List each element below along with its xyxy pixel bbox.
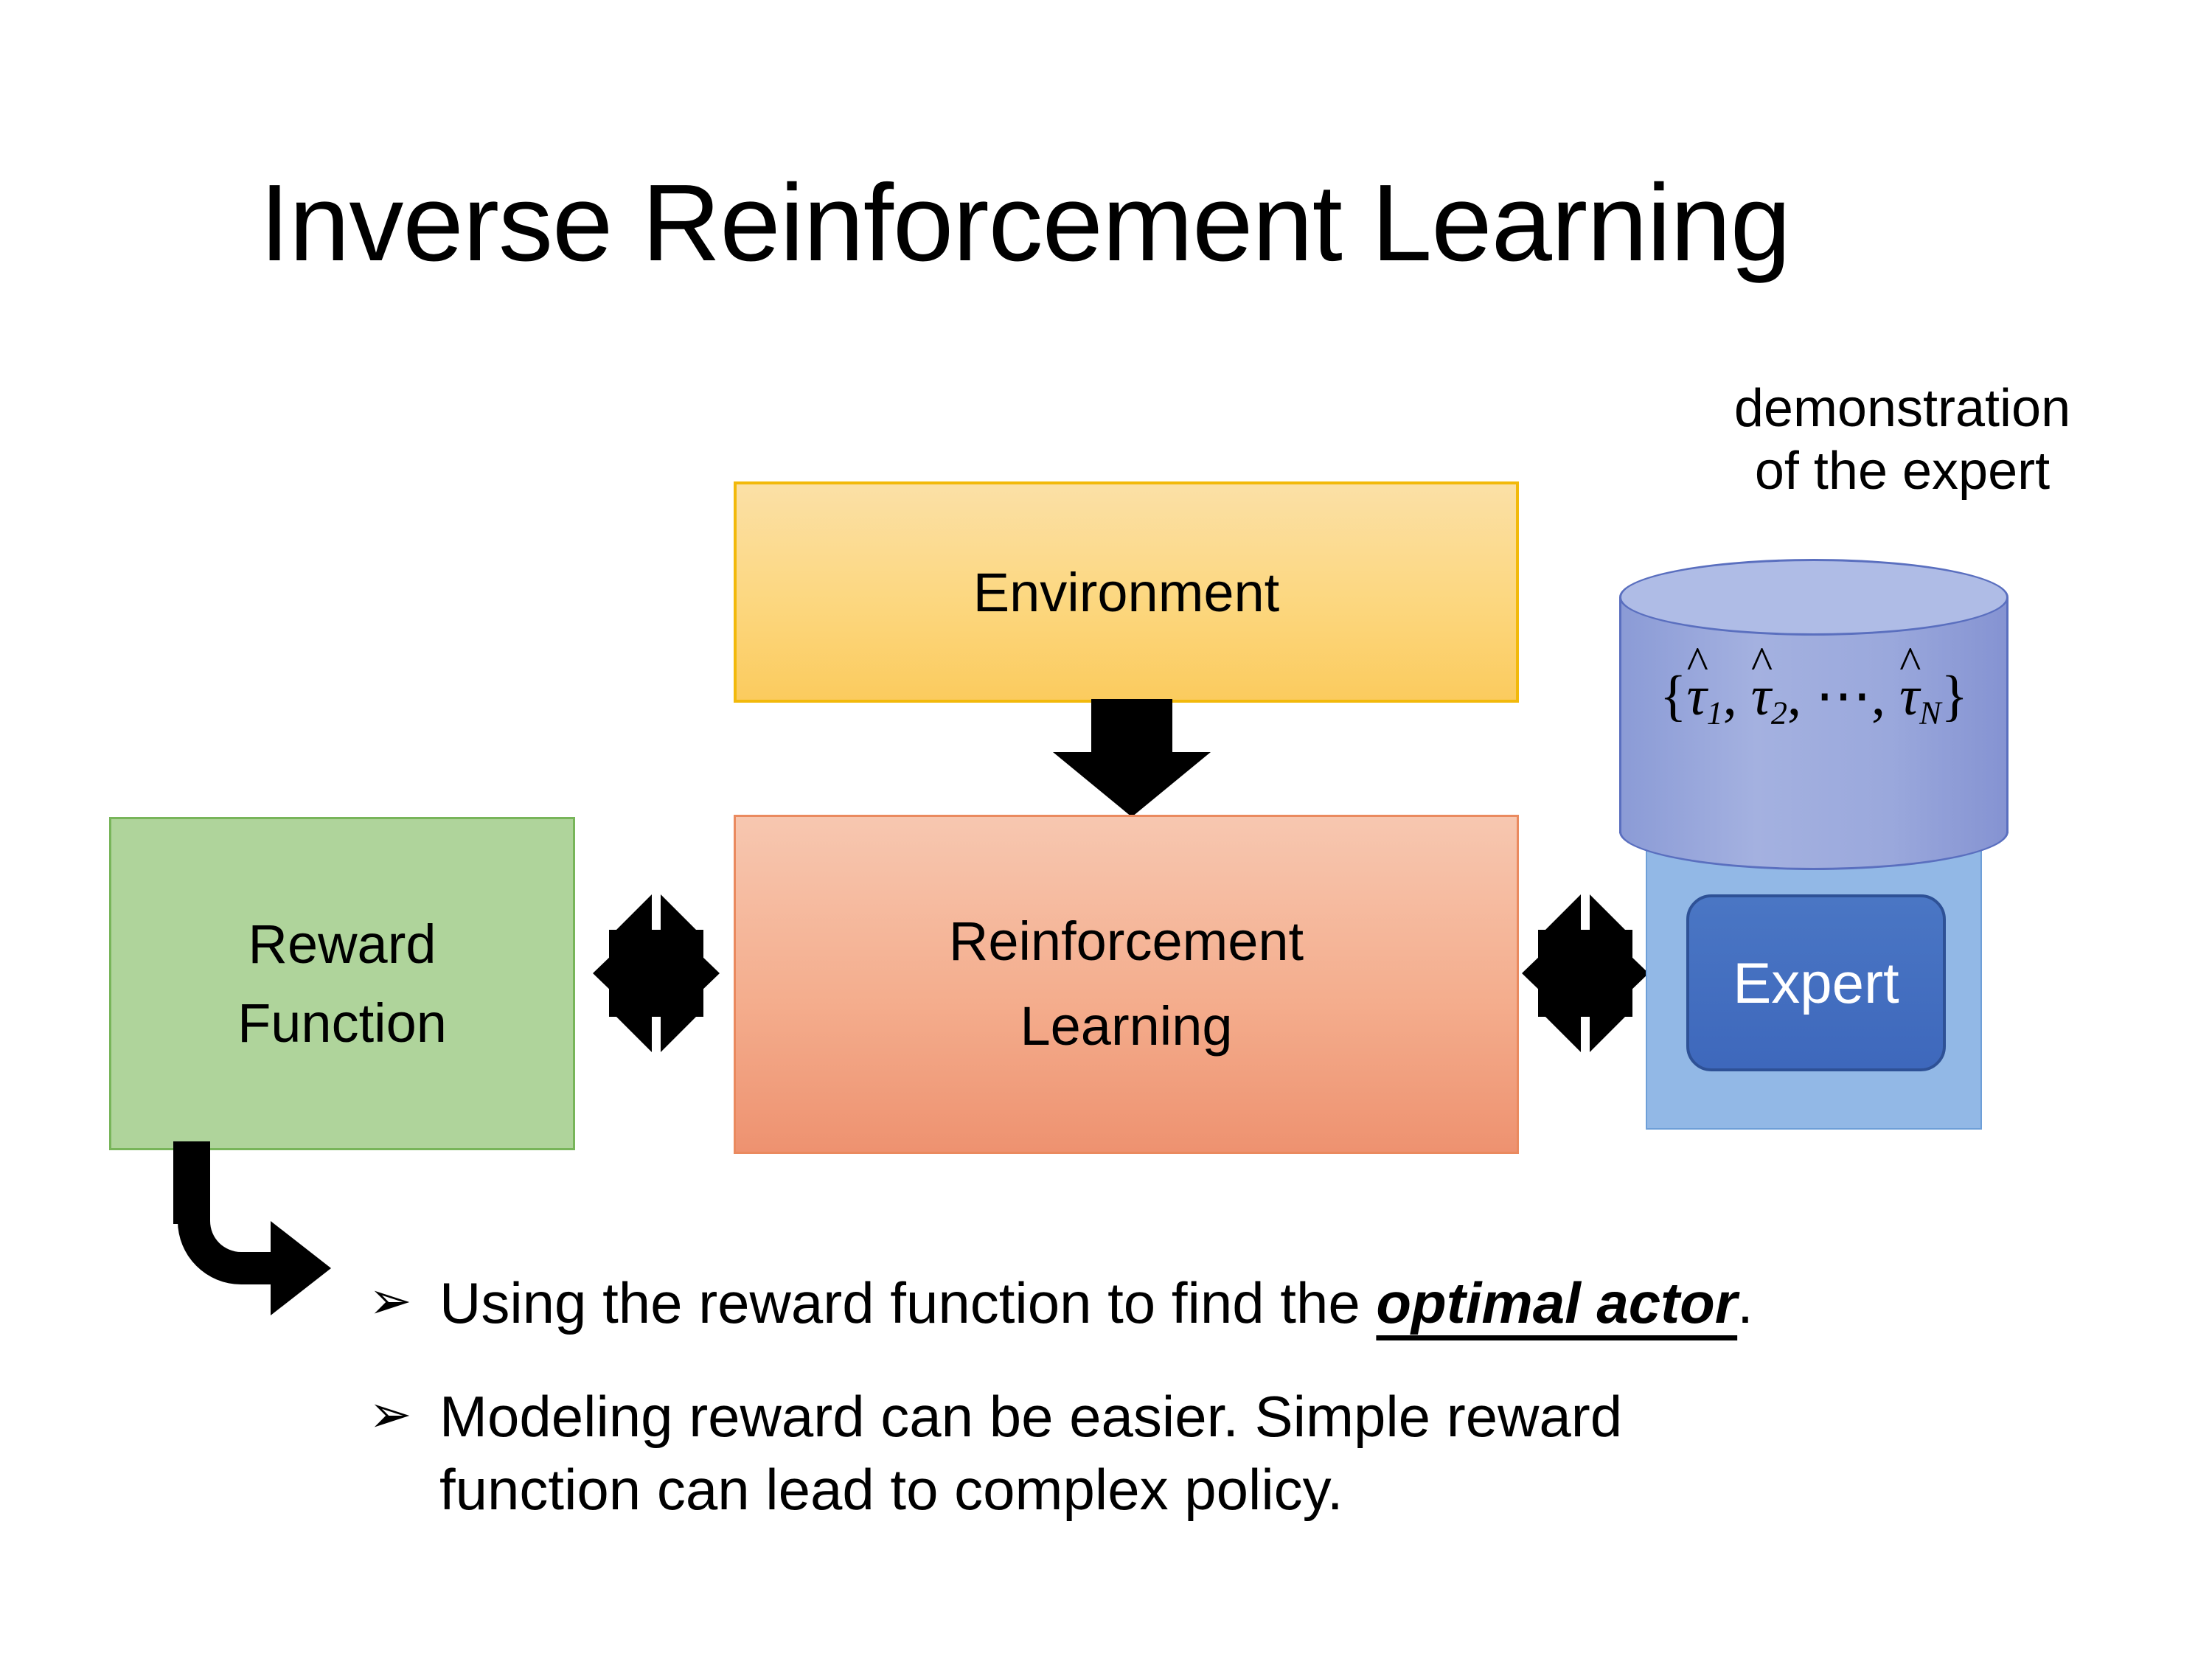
down-arrow-icon <box>1047 699 1217 819</box>
cylinder-top-ellipse <box>1619 559 2008 636</box>
bullet-marker-icon: ➢ <box>369 1272 412 1329</box>
formula-close-brace: } <box>1941 665 1969 727</box>
environment-label: Environment <box>973 561 1280 623</box>
elbow-arrow-icon <box>173 1141 387 1355</box>
bidirectional-arrow-icon-reward-rl <box>590 888 723 1058</box>
bullet-1-text-before: Using the reward function to find the <box>439 1270 1377 1335</box>
formula-tau-2: τ <box>1751 664 1771 728</box>
bullet-list: ➢ Using the reward function to find the o… <box>369 1267 2065 1526</box>
formula-comma-2: , <box>1787 665 1801 727</box>
bullet-marker-icon: ➢ <box>369 1385 412 1444</box>
formula-sub-1: 1 <box>1706 695 1723 731</box>
demonstration-caption: demonstration of the expert <box>1644 378 2160 503</box>
cylinder-bottom <box>1619 793 2008 870</box>
formula-ellipsis: ⋯ <box>1815 665 1871 727</box>
formula-tau-1: τ <box>1686 664 1706 728</box>
page-title: Inverse Reinforcement Learning <box>259 162 1791 284</box>
formula-tau-n: τ <box>1899 664 1919 728</box>
expert-label: Expert <box>1733 950 1899 1015</box>
reward-function-label-line2: Function <box>237 992 447 1054</box>
bidirectional-arrow-icon-rl-expert <box>1519 888 1652 1058</box>
formula-sub-n: N <box>1919 695 1941 731</box>
trajectory-set-formula: {τ1, τ2, ⋯, τN} <box>1619 662 2008 731</box>
formula-sub-2: 2 <box>1770 695 1787 731</box>
formula-comma-1: , <box>1722 665 1737 727</box>
reinforcement-learning-box[interactable]: Reinforcement Learning <box>734 815 1519 1154</box>
reward-function-box[interactable]: Reward Function <box>109 817 575 1150</box>
bullet-1-emphasis: optimal actor <box>1376 1270 1738 1335</box>
environment-box[interactable]: Environment <box>734 481 1519 703</box>
list-item: ➢ Modeling reward can be easier. Simple r… <box>369 1380 2065 1526</box>
bullet-1-text-after: . <box>1737 1270 1753 1335</box>
database-cylinder-icon: {τ1, τ2, ⋯, τN} <box>1619 559 2008 870</box>
bullet-2-line1: Modeling reward can be easier. Simple re… <box>439 1384 1623 1450</box>
reward-function-label-line1: Reward <box>248 913 437 975</box>
demonstration-caption-line2: of the expert <box>1754 441 2051 501</box>
expert-box[interactable]: Expert <box>1686 894 1946 1071</box>
demonstration-caption-line1: demonstration <box>1733 379 2071 438</box>
bullet-2-line2: function can lead to complex policy. <box>439 1456 1343 1522</box>
formula-comma-3: , <box>1871 665 1885 727</box>
formula-open-brace: { <box>1659 665 1687 727</box>
list-item: ➢ Using the reward function to find the o… <box>369 1267 2065 1339</box>
reinforcement-learning-label-line1: Reinforcement <box>948 911 1304 973</box>
reinforcement-learning-label-line2: Learning <box>1020 995 1233 1057</box>
